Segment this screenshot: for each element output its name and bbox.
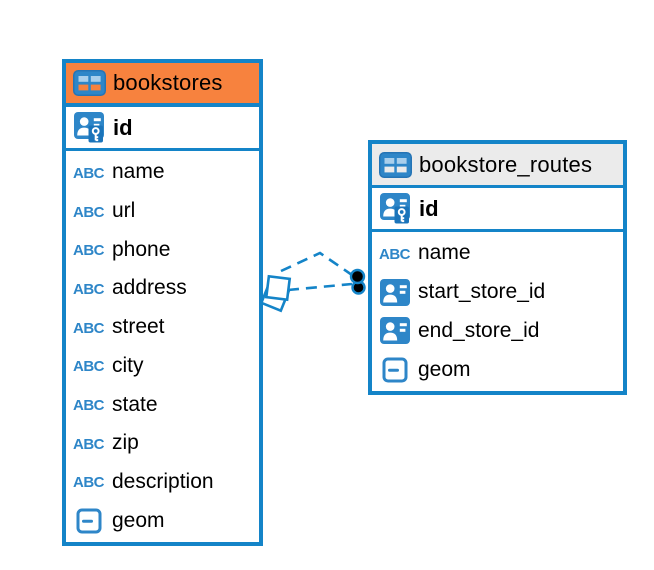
column-name: phone — [112, 237, 171, 261]
column-name: name — [112, 160, 165, 184]
column-list: name url phone address street city — [66, 151, 259, 542]
column-list: name start_store_id end_store_id geom — [372, 232, 623, 391]
foreign-key-icon — [378, 279, 412, 306]
relationship-source-marker[interactable] — [259, 274, 292, 313]
relationship-line-lower[interactable] — [287, 282, 353, 292]
column-row-url[interactable]: url — [66, 191, 259, 231]
column-name: geom — [112, 508, 165, 532]
text-type-icon — [72, 241, 106, 258]
column-name: state — [112, 392, 158, 416]
table-bookstores[interactable]: bookstores id name url phone addre — [62, 59, 263, 546]
text-type-icon — [72, 435, 106, 452]
column-name: geom — [418, 357, 471, 381]
column-row-name[interactable]: name — [66, 153, 259, 192]
text-type-icon — [72, 473, 106, 490]
text-type-icon — [378, 245, 412, 262]
table-header-bookstores[interactable]: bookstores — [66, 63, 259, 107]
column-row-street[interactable]: street — [66, 307, 259, 347]
column-name: id — [419, 195, 439, 221]
column-row-geom[interactable]: geom — [66, 501, 259, 541]
column-name: url — [112, 199, 136, 223]
column-row-end-store-id[interactable]: end_store_id — [372, 311, 623, 351]
column-name: start_store_id — [418, 280, 546, 304]
table-title: bookstores — [113, 70, 223, 95]
column-name: name — [418, 241, 471, 265]
column-name: zip — [112, 431, 139, 455]
column-row-name[interactable]: name — [372, 234, 623, 273]
primary-key-icon — [72, 112, 106, 143]
column-name: end_store_id — [418, 318, 540, 342]
text-type-icon — [72, 357, 106, 374]
column-row-geom[interactable]: geom — [372, 350, 623, 389]
column-row-state[interactable]: state — [66, 385, 259, 424]
text-type-icon — [72, 319, 106, 336]
column-row-phone[interactable]: phone — [66, 230, 259, 270]
geometry-type-icon — [72, 508, 106, 534]
relationship-target-marker[interactable] — [349, 268, 366, 295]
column-name: city — [112, 353, 144, 377]
column-name: address — [112, 276, 187, 300]
text-type-icon — [72, 396, 106, 413]
table-title: bookstore_routes — [419, 151, 593, 177]
foreign-key-icon — [378, 317, 412, 344]
column-row-id[interactable]: id — [66, 107, 259, 151]
table-bookstore-routes[interactable]: bookstore_routes id name start_store_id … — [368, 140, 627, 395]
text-type-icon — [72, 164, 106, 181]
column-row-description[interactable]: description — [66, 462, 259, 502]
column-name: description — [112, 469, 214, 493]
column-row-id[interactable]: id — [372, 188, 623, 232]
table-header-bookstore-routes[interactable]: bookstore_routes — [372, 144, 623, 188]
column-name: id — [113, 114, 133, 140]
column-row-zip[interactable]: zip — [66, 423, 259, 463]
text-type-icon — [72, 203, 106, 220]
table-grid-icon — [72, 70, 106, 96]
column-row-city[interactable]: city — [66, 346, 259, 386]
column-name: street — [112, 315, 165, 339]
column-row-address[interactable]: address — [66, 269, 259, 308]
primary-key-icon — [378, 193, 412, 224]
text-type-icon — [72, 280, 106, 297]
column-row-start-store-id[interactable]: start_store_id — [372, 272, 623, 312]
table-grid-icon — [378, 152, 412, 178]
geometry-type-icon — [378, 357, 412, 383]
relationship-line-upper[interactable] — [280, 251, 353, 277]
